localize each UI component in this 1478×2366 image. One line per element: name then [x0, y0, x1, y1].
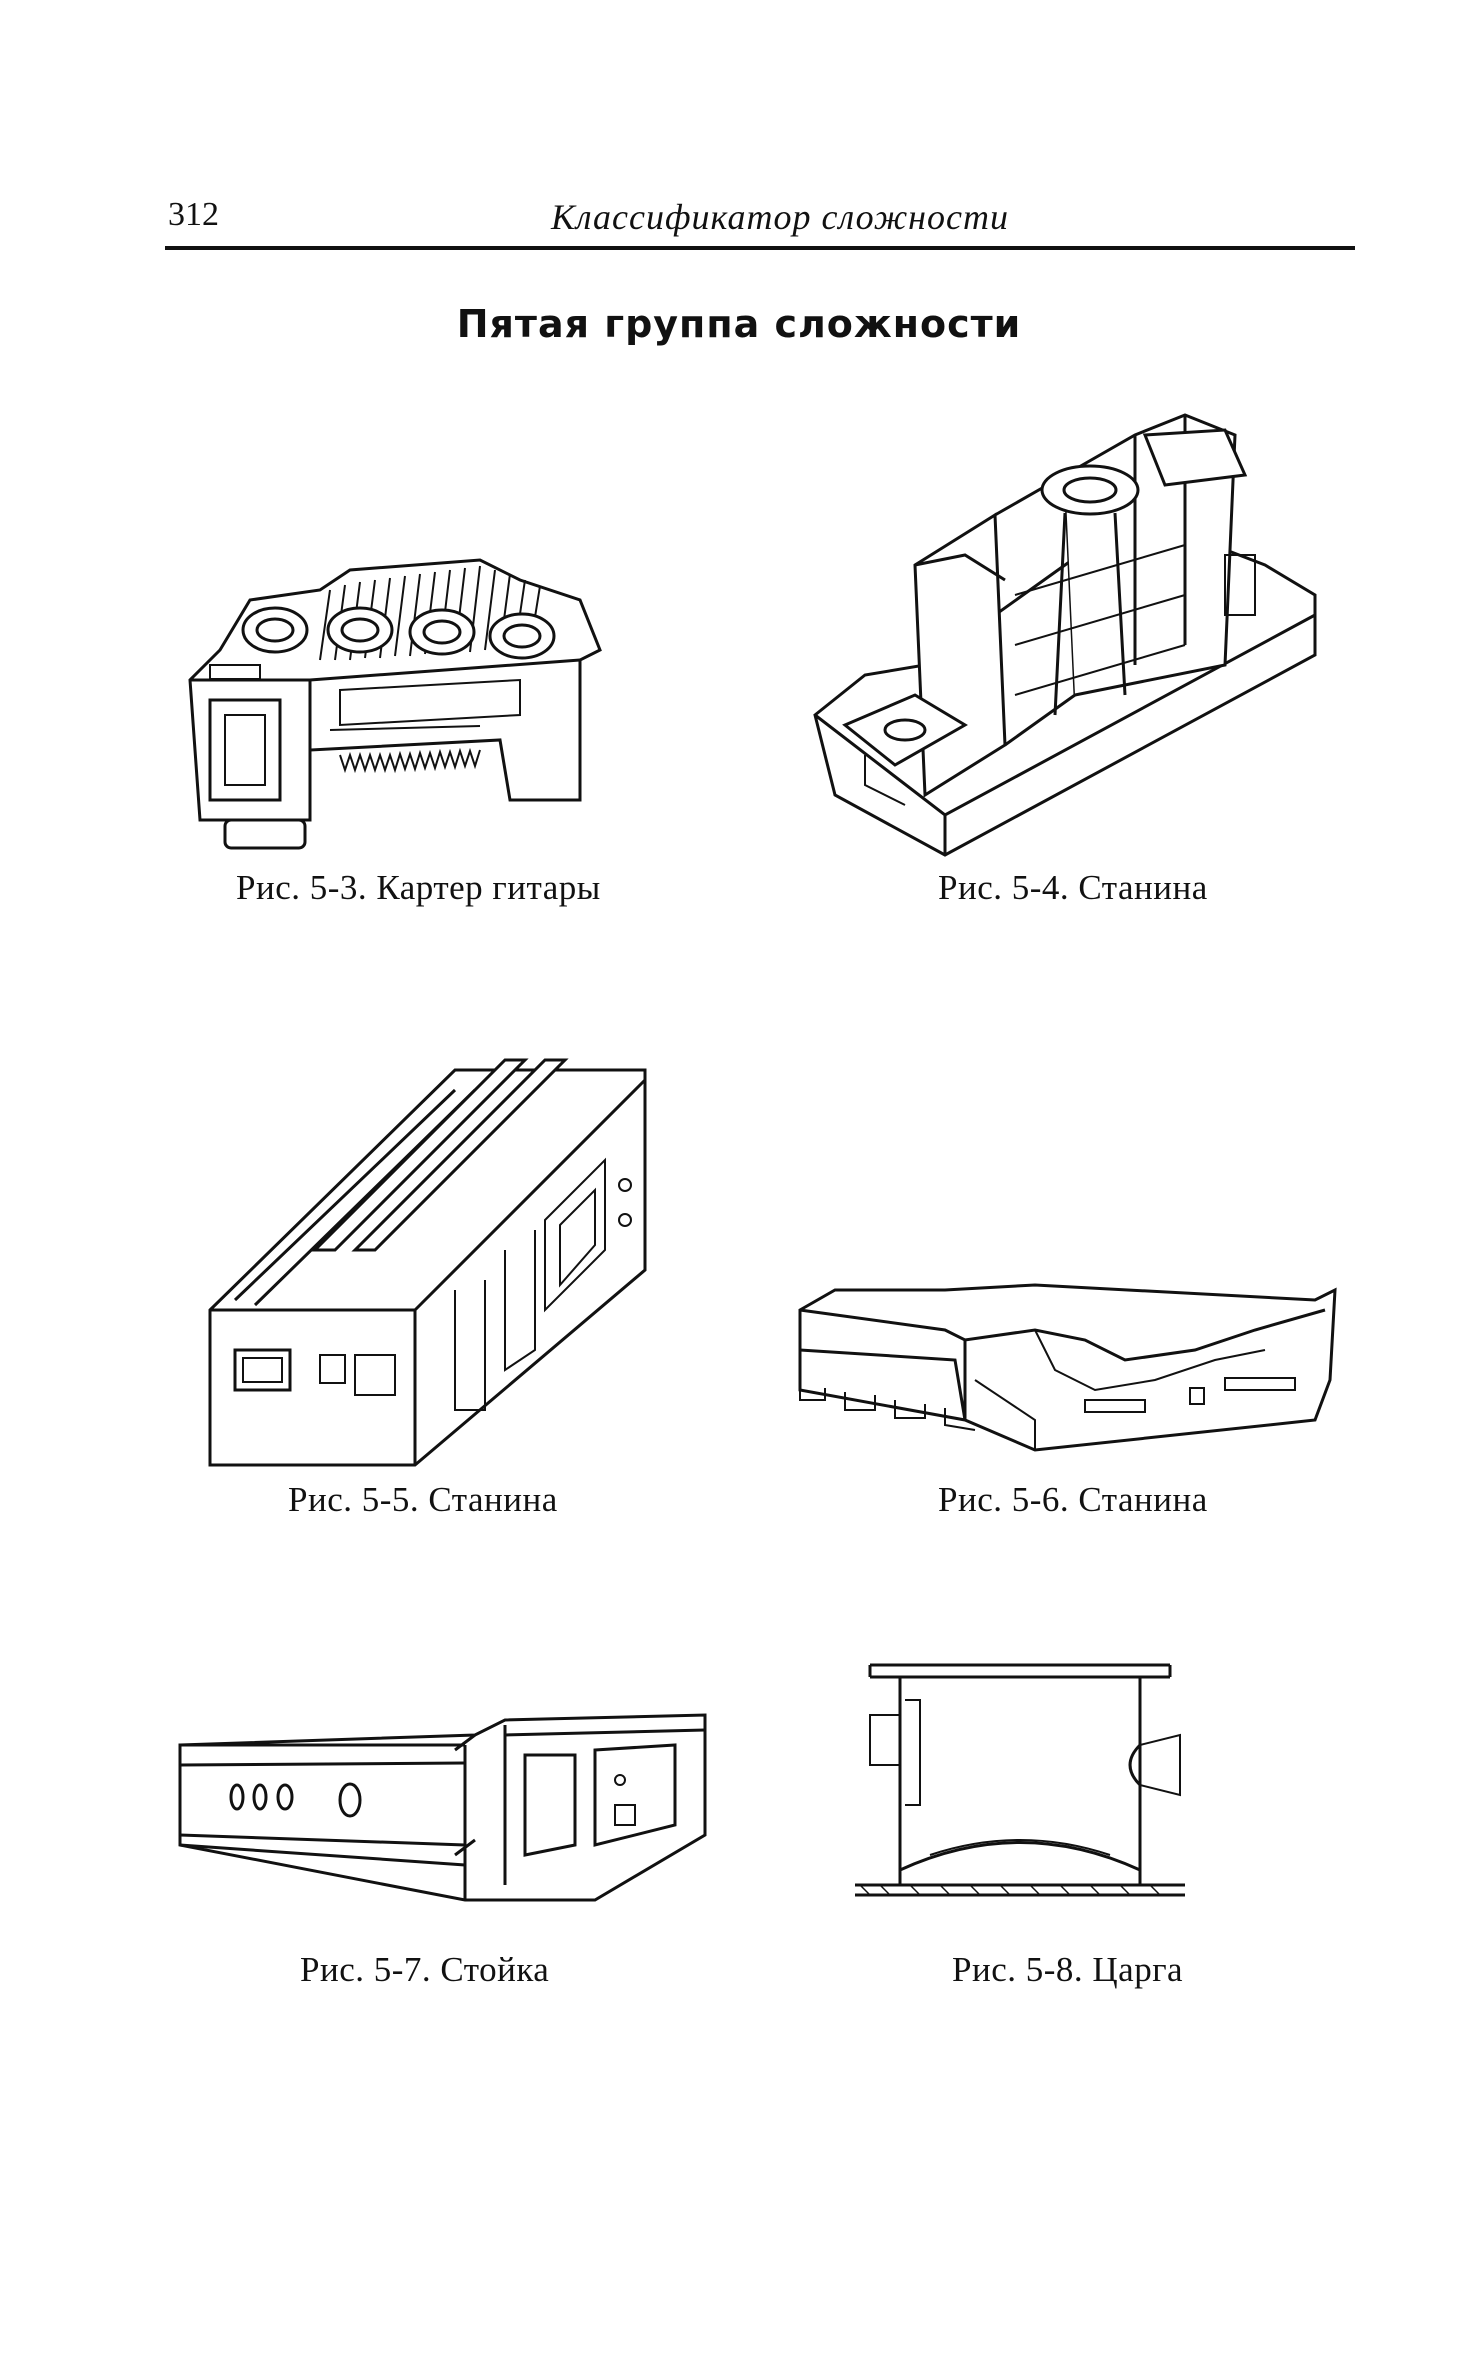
figure-5-6 [795, 1270, 1335, 1460]
figure-5-4 [805, 395, 1325, 855]
figure-5-3 [180, 540, 700, 860]
page-number: 312 [168, 196, 219, 233]
figure-caption: Рис. 5-8. Царга [952, 1950, 1184, 1989]
figure-caption: Рис. 5-3. Картер гитары [236, 868, 601, 907]
column-drawing [175, 1705, 715, 1905]
figure-caption: Рис. 5-5. Станина [288, 1480, 558, 1519]
figure-caption: Рис. 5-4. Станина [938, 868, 1208, 907]
bed-frame-drawing [205, 1050, 665, 1470]
figure-5-5 [205, 1050, 665, 1470]
header-rule [165, 246, 1355, 250]
running-title: Классификатор сложности [550, 197, 1010, 237]
bed-frame-drawing [805, 395, 1325, 855]
bed-frame-drawing [795, 1270, 1335, 1460]
guitar-housing-drawing [180, 540, 700, 860]
figure-5-8 [850, 1655, 1190, 1905]
frame-drawing [850, 1655, 1190, 1905]
figure-caption: Рис. 5-7. Стойка [300, 1950, 550, 1989]
figure-caption: Рис. 5-6. Станина [938, 1480, 1208, 1519]
section-title: Пятая группа сложности [456, 302, 1022, 346]
figure-5-7 [175, 1705, 715, 1905]
